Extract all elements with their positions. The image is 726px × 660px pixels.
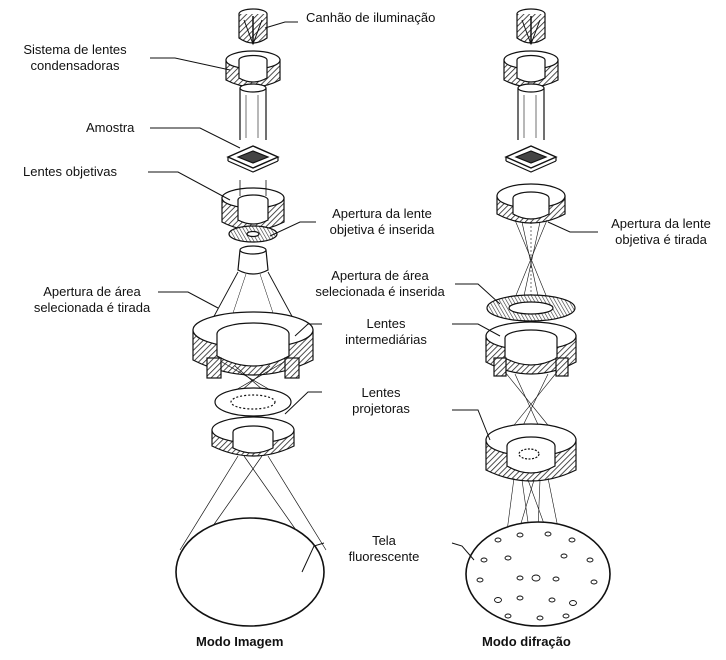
intermediate-lens-right xyxy=(486,322,576,376)
leader-condenser xyxy=(150,58,230,70)
beam-tube-right xyxy=(518,84,544,140)
label-objective-aperture-removed: Apertura da lente objetiva é tirada xyxy=(598,216,724,248)
diffraction-mode-column xyxy=(466,9,610,626)
condenser-lens-right xyxy=(504,51,558,87)
caption-image-mode: Modo Imagem xyxy=(196,634,283,649)
label-objective-lenses: Lentes objetivas xyxy=(23,164,117,180)
objective-lens-right xyxy=(497,184,565,223)
image-mode-column xyxy=(176,9,326,626)
intermediate-lens-left xyxy=(193,312,313,378)
leader-projector-right xyxy=(452,410,490,440)
diffraction-rays-upper xyxy=(512,220,550,305)
label-obj-aperture-removed-line1: Apertura da lente xyxy=(598,216,724,232)
label-sa-aperture-inserted: Apertura de área selecionada é inserida xyxy=(300,268,460,300)
label-intermediate-line1: Lentes xyxy=(326,316,446,332)
fluorescent-screen-left xyxy=(176,518,324,626)
projector-lens-right xyxy=(486,424,576,481)
caption-diffraction-mode: Modo difração xyxy=(482,634,571,649)
leader-objective xyxy=(148,172,230,200)
selected-area-aperture-right xyxy=(487,295,575,321)
beam-tube-left xyxy=(240,84,266,140)
label-objective-aperture-inserted: Apertura da lente objetiva é inserida xyxy=(312,206,452,238)
electron-gun-right xyxy=(517,9,545,44)
specimen-left xyxy=(228,146,278,172)
projector-lens-left xyxy=(212,388,294,456)
label-fluorescent-screen: Tela fluorescente xyxy=(326,533,442,565)
label-projector-line1: Lentes xyxy=(326,385,436,401)
label-screen-line2: fluorescente xyxy=(326,549,442,565)
label-sa-aperture-removed-line1: Apertura de área xyxy=(22,284,162,300)
label-condenser: Sistema de lentes condensadoras xyxy=(0,42,150,74)
leader-specimen xyxy=(150,128,240,148)
label-obj-aperture-removed-line2: objetiva é tirada xyxy=(598,232,724,248)
objective-aperture-left xyxy=(229,226,277,242)
label-obj-aperture-inserted-line2: objetiva é inserida xyxy=(312,222,452,238)
label-projector-line2: projetoras xyxy=(326,401,436,417)
beam-cone-left xyxy=(212,246,294,322)
objective-lens-left xyxy=(222,180,284,230)
fluorescent-screen-right xyxy=(466,522,610,626)
label-screen-line1: Tela xyxy=(326,533,442,549)
condenser-lens-left xyxy=(226,51,280,87)
label-sa-aperture-removed-line2: selecionada é tirada xyxy=(22,300,162,316)
label-obj-aperture-inserted-line1: Apertura da lente xyxy=(312,206,452,222)
specimen-right xyxy=(506,146,556,172)
label-projector-lenses: Lentes projetoras xyxy=(326,385,436,417)
leader-sa-aperture-removed xyxy=(158,292,218,308)
label-sa-aperture-inserted-line1: Apertura de área xyxy=(300,268,460,284)
label-sa-aperture-removed: Apertura de área selecionada é tirada xyxy=(22,284,162,316)
label-condenser-line2: condensadoras xyxy=(0,58,150,74)
label-condenser-line1: Sistema de lentes xyxy=(0,42,150,58)
label-illumination-gun: Canhão de iluminação xyxy=(306,10,435,26)
leader-illumination-gun xyxy=(265,22,298,28)
label-intermediate-line2: intermediárias xyxy=(326,332,446,348)
leader-objective-aperture-removed xyxy=(548,222,598,232)
electron-gun-left xyxy=(239,9,267,44)
label-sa-aperture-inserted-line2: selecionada é inserida xyxy=(300,284,460,300)
label-intermediate-lenses: Lentes intermediárias xyxy=(326,316,446,348)
label-specimen: Amostra xyxy=(86,120,134,136)
